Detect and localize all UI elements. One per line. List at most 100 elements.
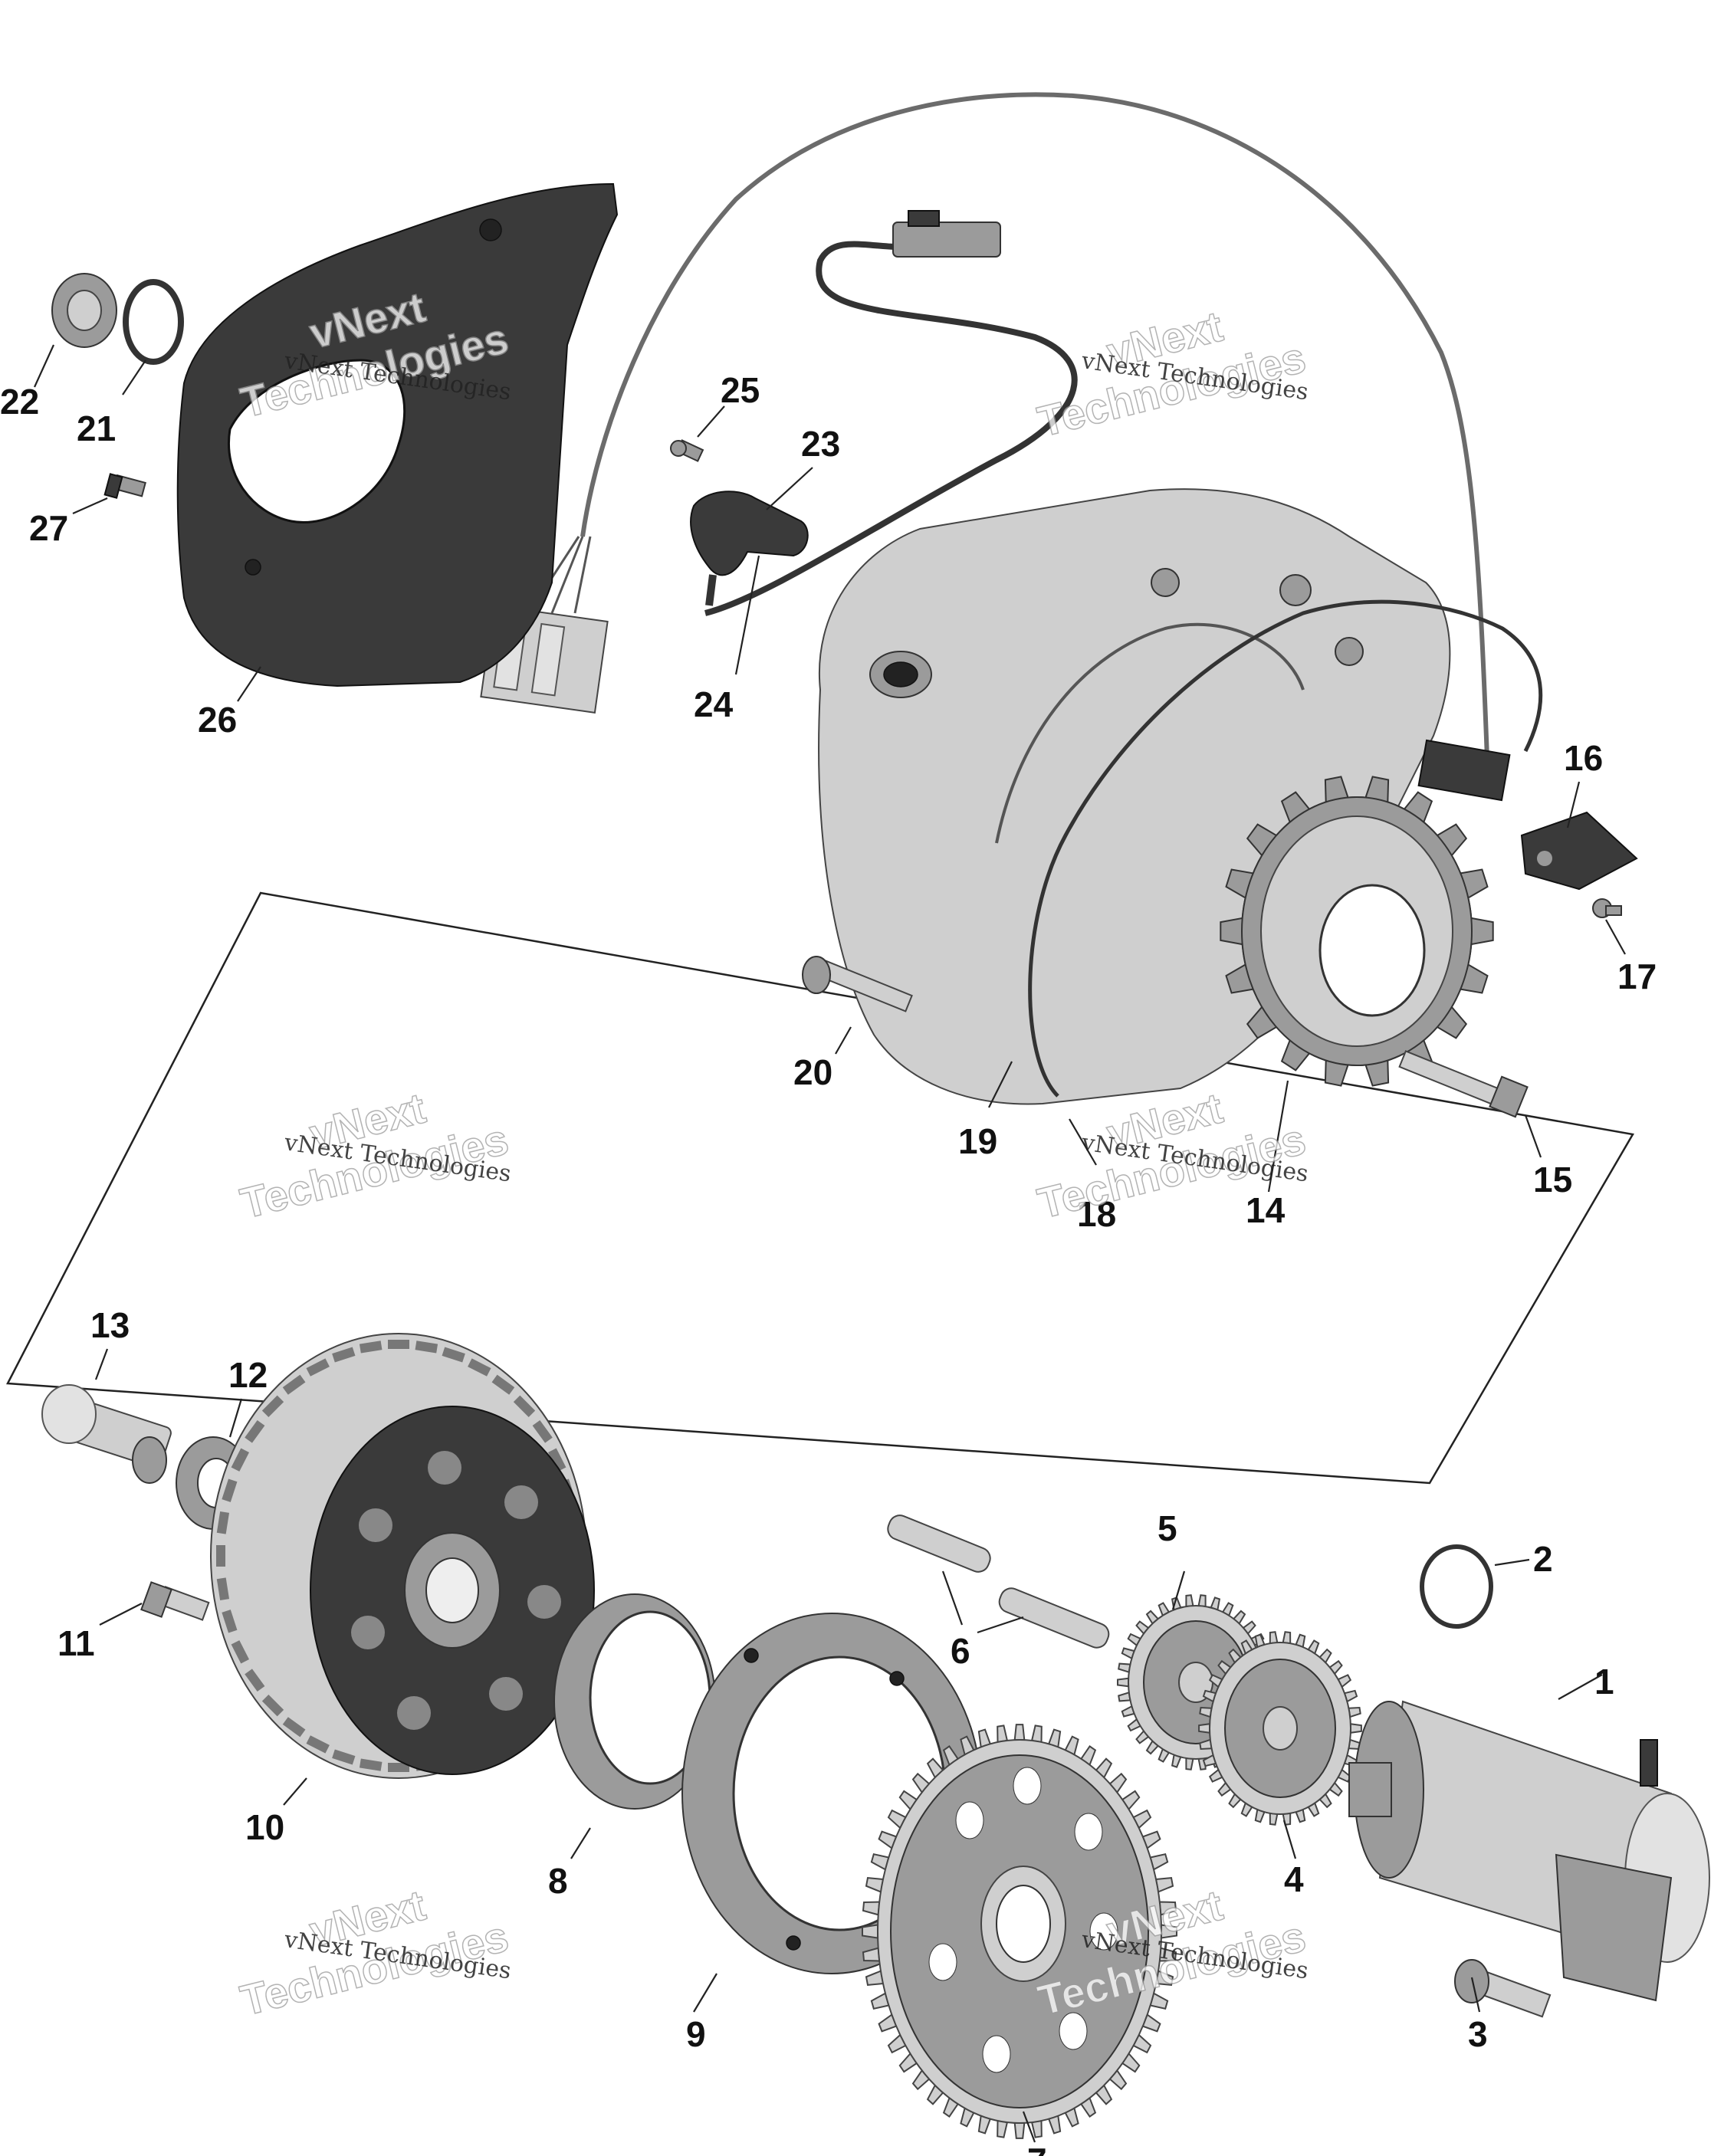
flywheel-slot — [359, 1758, 383, 1771]
gear5-tooth — [1197, 1594, 1207, 1608]
gear7-tooth — [1013, 2122, 1026, 2139]
flywheel-slot — [261, 1695, 284, 1717]
part-16-clamp — [1520, 811, 1638, 891]
flywheel-slot — [547, 1448, 566, 1472]
gear4-tooth — [1282, 1631, 1292, 1645]
callout-24: 24 — [694, 684, 734, 724]
part-21-o-ring — [123, 279, 184, 365]
callout-21: 21 — [77, 409, 116, 448]
callout-9: 9 — [686, 2014, 706, 2054]
callout-10: 10 — [245, 1807, 284, 1847]
callout-2: 2 — [1533, 1539, 1553, 1579]
sensor-plug — [892, 210, 1001, 258]
gear7-tooth — [997, 2119, 1009, 2138]
part-6-pin-b — [998, 1587, 1110, 1649]
callout-11: 11 — [57, 1623, 95, 1663]
callout-17: 17 — [1617, 957, 1657, 996]
callout-16: 16 — [1564, 738, 1603, 778]
gear4-tooth — [1198, 1723, 1211, 1734]
callout-23: 23 — [801, 424, 840, 464]
part-23-sensor — [690, 491, 809, 606]
kit-outline — [6, 891, 1634, 1485]
part-11-screw — [140, 1581, 210, 1621]
gear4-tooth — [1269, 1812, 1279, 1826]
callout-20: 20 — [793, 1052, 832, 1092]
part-1-starter — [1348, 1700, 1710, 2002]
part-4-gear — [1198, 1631, 1362, 1826]
flywheel-slot — [388, 1340, 409, 1349]
callout-12: 12 — [228, 1355, 268, 1395]
part-17-screw — [1592, 898, 1622, 918]
flywheel-slot — [216, 1577, 230, 1600]
gear4-tooth — [1349, 1723, 1362, 1734]
flywheel-slot — [442, 1347, 465, 1363]
flywheel-slot — [388, 1763, 409, 1772]
watermark-mid-right: vNext Technologies vNext Technologies — [1033, 1083, 1311, 1229]
part-3-bolt — [1454, 1959, 1552, 2018]
flywheel-slot — [222, 1478, 238, 1502]
callout-22: 22 — [0, 382, 39, 422]
gear5-tooth — [1117, 1677, 1130, 1688]
flywheel-slot — [216, 1545, 225, 1567]
callout-6: 6 — [951, 1631, 970, 1671]
part-8-bearing — [553, 1593, 716, 1810]
flywheel-slot — [306, 1358, 330, 1377]
callout-4: 4 — [1284, 1859, 1304, 1899]
part-15-bolt — [1398, 1050, 1529, 1118]
flywheel-slot — [222, 1610, 238, 1633]
callout-26: 26 — [198, 700, 237, 740]
callout-14: 14 — [1246, 1190, 1286, 1230]
callout-18: 18 — [1077, 1194, 1116, 1234]
part-27-screw — [103, 473, 146, 499]
watermark-top-right: vNext Technologies vNext Technologies — [1033, 301, 1311, 447]
flywheel-slot — [332, 1347, 356, 1363]
flywheel-slot — [415, 1341, 438, 1354]
callout-1: 1 — [1594, 1662, 1614, 1702]
stator-connector — [1417, 739, 1511, 802]
flywheel-slot — [468, 1358, 491, 1377]
callout-19: 19 — [958, 1121, 997, 1161]
flywheel-slot — [245, 1419, 265, 1443]
flywheel-slot — [216, 1511, 230, 1534]
callout-15: 15 — [1533, 1160, 1572, 1199]
part-10-flywheel — [210, 1333, 595, 1779]
part-13-bolt — [41, 1384, 172, 1484]
gear7-tooth — [1030, 1724, 1043, 1744]
watermark-bottom-left: vNext Technologies vNext Technologies — [235, 1880, 514, 2026]
callout-labels: 1 2 3 4 5 6 7 8 9 10 11 12 13 14 15 16 1… — [0, 370, 1657, 2156]
flywheel-slot — [282, 1717, 306, 1738]
callout-3: 3 — [1468, 2014, 1488, 2054]
callout-8: 8 — [548, 1861, 568, 1901]
gear4-tooth — [1269, 1631, 1279, 1645]
callout-5: 5 — [1158, 1508, 1177, 1548]
flywheel-slot — [359, 1341, 383, 1354]
part-7-starter-gear — [862, 1724, 1177, 2139]
part-22-nut — [51, 273, 117, 348]
part-2-o-ring — [1420, 1544, 1493, 1629]
callout-7: 7 — [1027, 2141, 1047, 2156]
gear7-tooth — [862, 1924, 879, 1939]
gear7-tooth — [997, 1724, 1009, 1744]
flywheel-slot — [491, 1374, 515, 1395]
flywheel-slot — [532, 1419, 553, 1443]
wire-harness-inner — [580, 92, 1489, 760]
gear5-tooth — [1185, 1757, 1194, 1770]
flywheel-slot — [332, 1749, 356, 1765]
sensor-wire — [704, 241, 1078, 616]
flywheel-slot — [282, 1374, 306, 1395]
part-6-pin-a — [887, 1514, 991, 1573]
stator-teeth-tooth — [1220, 917, 1243, 946]
callout-27: 27 — [29, 508, 68, 548]
callout-13: 13 — [90, 1305, 130, 1345]
gear7-tooth — [1013, 1724, 1026, 1741]
part-20-bolt — [802, 956, 913, 1012]
flywheel-slot — [231, 1640, 250, 1664]
magneto-cover — [176, 182, 619, 687]
watermark-mid-left: vNext Technologies vNext Technologies — [235, 1083, 514, 1229]
callout-25: 25 — [721, 370, 760, 410]
part-14-stator — [1220, 776, 1494, 1087]
part-25-screw — [670, 439, 704, 462]
gear7-tooth — [1030, 2119, 1043, 2138]
gear5-tooth — [1185, 1594, 1194, 1608]
